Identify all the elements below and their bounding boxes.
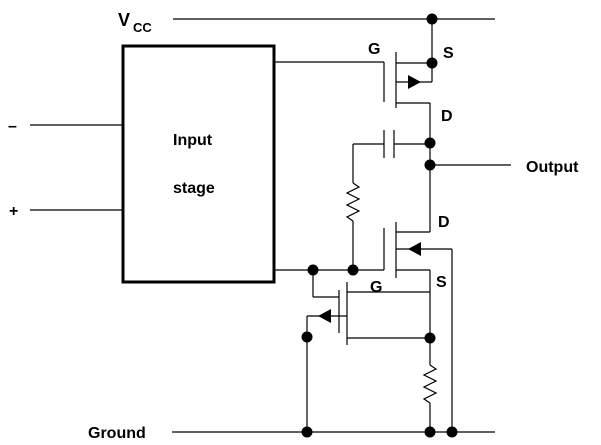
top-gate-label: G xyxy=(368,41,380,58)
ground-rail: Ground xyxy=(88,425,495,442)
bottom-drain-label: D xyxy=(438,214,450,231)
junction-dot xyxy=(301,331,313,343)
noninverting-input-label: + xyxy=(9,203,18,220)
vcc-rail: V CC xyxy=(118,10,495,35)
compensation-capacitor xyxy=(352,130,430,183)
junction-dot xyxy=(301,426,313,438)
top-pmos-arrow xyxy=(408,75,421,89)
top-source-label: S xyxy=(443,45,454,62)
junction-dot xyxy=(426,57,438,69)
input-stage-line2: stage xyxy=(173,180,215,197)
junction-dot xyxy=(446,426,458,438)
junction-dot xyxy=(424,426,436,438)
junction-dot xyxy=(424,137,436,149)
bias-nmos-arrow xyxy=(318,309,331,323)
output-label: Output xyxy=(526,159,579,176)
sense-resistor xyxy=(422,338,438,432)
junction-dot xyxy=(307,264,319,276)
inverting-input: – xyxy=(8,118,123,135)
vcc-subscript: CC xyxy=(133,20,152,35)
junction-dot xyxy=(424,332,436,344)
top-drain-label: D xyxy=(441,108,453,125)
noninverting-input: + xyxy=(9,203,123,220)
bottom-nmos-arrow xyxy=(408,242,421,256)
junction-dot xyxy=(347,264,359,276)
compensation-resistor xyxy=(345,182,361,270)
input-stage-line1: Input xyxy=(173,132,213,149)
junction-dots xyxy=(301,13,458,438)
input-stage-block: Input stage xyxy=(121,44,276,284)
bottom-gate-label: G xyxy=(370,279,382,296)
ground-label: Ground xyxy=(88,425,146,442)
vcc-label: V xyxy=(118,10,130,30)
bottom-source-label: S xyxy=(436,274,447,291)
output-node: Output xyxy=(429,143,579,232)
junction-dot xyxy=(424,159,436,171)
junction-dot xyxy=(426,13,438,25)
inverting-input-label: – xyxy=(8,118,17,135)
top-pmos-transistor: G S D xyxy=(274,19,454,143)
bias-nmos-transistor xyxy=(306,270,430,432)
bottom-nmos-transistor: D G S xyxy=(274,214,453,432)
